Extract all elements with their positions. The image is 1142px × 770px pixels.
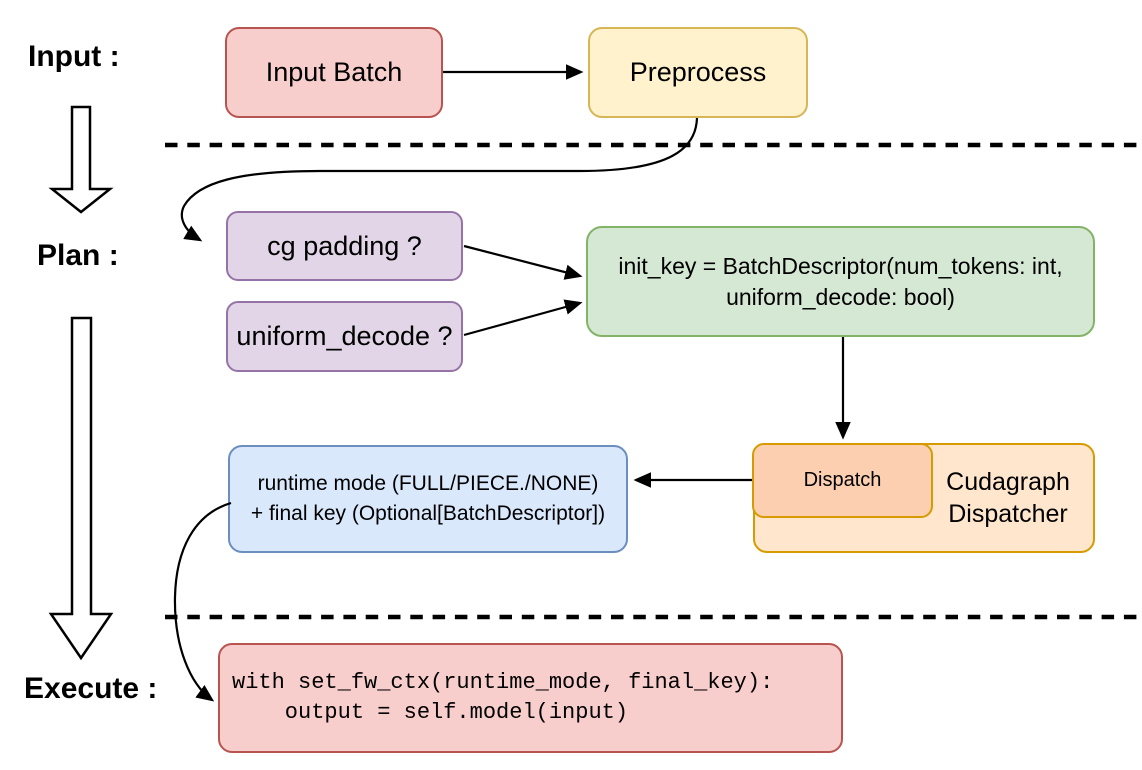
node-init-key-line1: init_key = BatchDescriptor(num_tokens: i… <box>618 252 1063 279</box>
node-execute-code: with set_fw_ctx(runtime_mode, final_key)… <box>218 643 843 753</box>
node-dispatch-label: Dispatch <box>803 469 882 491</box>
node-preprocess: Preprocess <box>588 27 808 118</box>
node-runtime-line2: + final key (Optional[BatchDescriptor]) <box>250 502 606 525</box>
node-code-line1: with set_fw_ctx(runtime_mode, final_key)… <box>232 670 774 695</box>
stage-label-input: Input : <box>28 40 120 73</box>
node-code-line2: output = self.model(input) <box>232 700 629 725</box>
node-uniform-decode-label: uniform_decode ? <box>236 321 453 351</box>
node-cudagraph-line2: Dispatcher <box>948 500 1068 528</box>
node-dispatch: Dispatch <box>752 443 933 518</box>
node-input-batch: Input Batch <box>225 27 443 118</box>
node-cudagraph-dispatcher-label: Cudagraph Dispatcher <box>923 466 1093 530</box>
node-runtime-line1: runtime mode (FULL/PIECE./NONE) <box>257 472 599 495</box>
edge-uniformdecode-to-initkey <box>463 299 583 337</box>
edge-cgpadding-to-initkey <box>463 244 583 280</box>
node-cg-padding-label: cg padding ? <box>267 230 422 261</box>
node-cudagraph-line1: Cudagraph <box>946 468 1070 496</box>
node-uniform-decode: uniform_decode ? <box>226 301 463 372</box>
node-cg-padding: cg padding ? <box>226 211 463 281</box>
stage-arrow-plan-to-execute-icon <box>48 316 114 661</box>
node-input-batch-label: Input Batch <box>265 57 403 87</box>
node-init-key: init_key = BatchDescriptor(num_tokens: i… <box>586 226 1095 337</box>
node-init-key-line2: uniform_decode: bool) <box>726 283 955 310</box>
node-preprocess-label: Preprocess <box>629 57 767 87</box>
stage-label-plan: Plan : <box>37 239 119 272</box>
stage-label-execute: Execute : <box>24 672 158 705</box>
node-runtime-mode: runtime mode (FULL/PIECE./NONE) + final … <box>228 445 628 553</box>
stage-arrow-input-to-plan-icon <box>48 105 114 214</box>
